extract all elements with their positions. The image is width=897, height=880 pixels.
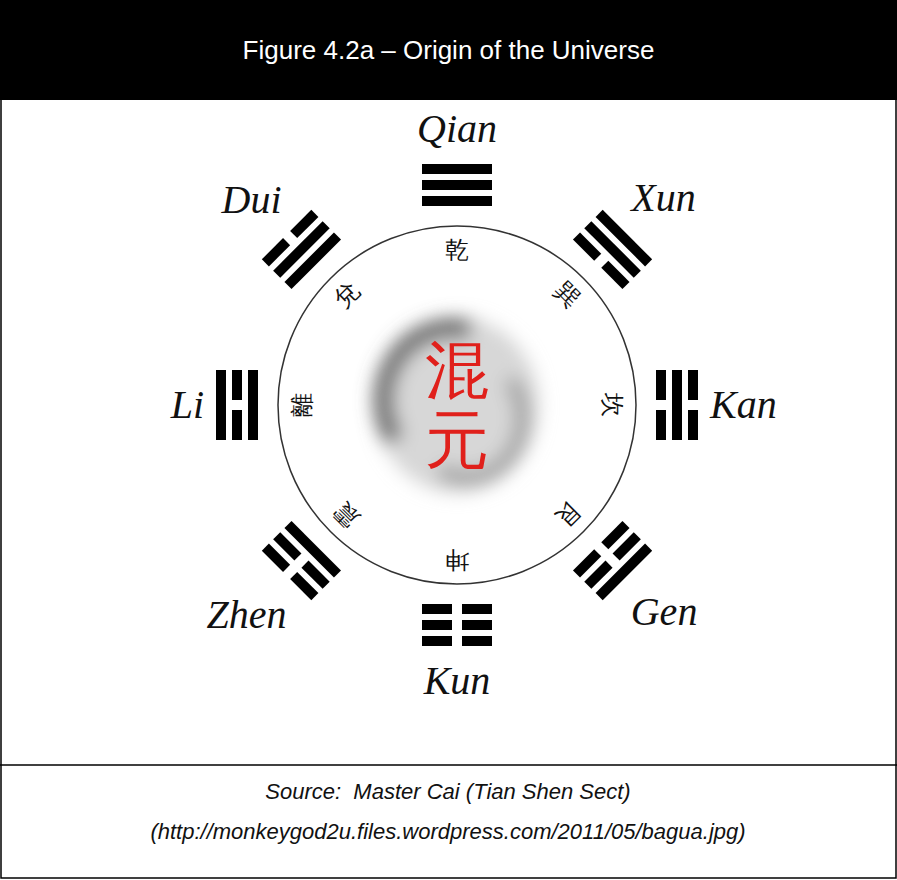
trigram-symbol <box>262 210 341 289</box>
figure-title: Figure 4.2a – Origin of the Universe <box>243 35 655 66</box>
yin-line <box>422 604 492 614</box>
yang-line <box>216 370 226 440</box>
caption-wrap: Source: Master Cai (Tian Shen Sect) (htt… <box>48 772 848 852</box>
yang-line <box>284 232 341 289</box>
trigram-character: 震 <box>329 496 366 533</box>
trigram-name: Kan <box>710 382 777 428</box>
trigram-symbol <box>422 604 492 646</box>
trigram-character: 巽 <box>548 277 585 314</box>
trigram-label-wrap: Zhen <box>207 592 287 638</box>
trigram-label-wrap: Gen <box>631 589 698 635</box>
caption-divider <box>0 764 897 766</box>
node-text-wrap: 離 <box>288 393 317 417</box>
yin-line <box>688 370 698 440</box>
trigram-name: Kun <box>424 658 491 704</box>
trigram-label-wrap: Kan <box>710 382 777 428</box>
source-caption: Source: Master Cai (Tian Shen Sect) (htt… <box>48 772 848 852</box>
trigram-label-wrap: Qian <box>417 106 497 152</box>
trigram-symbol <box>262 521 341 600</box>
node-text-wrap: 坎 <box>598 393 627 417</box>
trigram-character: 離 <box>288 393 317 417</box>
yang-line <box>248 370 258 440</box>
yang-line <box>284 521 341 578</box>
yin-line <box>656 370 666 440</box>
trigram-character: 乾 <box>445 236 469 265</box>
cosmos-circle: 乾巽坎艮坤 震 離 兌混元 <box>277 225 637 585</box>
trigram-name: Dui <box>222 177 282 223</box>
trigram-character: 坎 <box>598 393 627 417</box>
node-text-wrap: 坤 <box>445 546 469 575</box>
yang-line <box>672 370 682 440</box>
trigram-character: 坤 <box>445 546 469 575</box>
yang-line <box>422 180 492 190</box>
yin-line <box>573 521 630 578</box>
trigram-name: Qian <box>417 106 497 152</box>
node-text-wrap: 巽 <box>548 277 585 314</box>
trigram-name: Li <box>171 382 204 428</box>
node-text-wrap: 兌 <box>329 277 366 314</box>
yin-line <box>573 232 630 289</box>
node-text-wrap: 震 <box>329 496 366 533</box>
trigram-label-wrap: Li <box>171 382 204 428</box>
trigram-name: Gen <box>631 589 698 635</box>
swirl-glow <box>375 317 539 493</box>
node-text-wrap: 艮 <box>548 496 585 533</box>
yang-line <box>422 164 492 174</box>
trigram-character: 兌 <box>329 277 366 314</box>
node-text-wrap: 乾 <box>445 236 469 265</box>
yin-line <box>232 370 242 440</box>
trigram-symbol <box>422 164 492 206</box>
trigram-symbol <box>656 370 698 440</box>
trigram-label-wrap: Xun <box>631 175 695 221</box>
trigram-label-wrap: Dui <box>222 177 282 223</box>
center-name: 混元 <box>425 335 489 476</box>
node-text-wrap: 混元 <box>425 335 489 476</box>
yin-line <box>422 636 492 646</box>
chaos-swirl <box>375 317 539 493</box>
trigram-label-wrap: Kun <box>424 658 491 704</box>
trigram-symbol <box>216 370 258 440</box>
trigram-name: Zhen <box>207 592 287 638</box>
title-wrap: Figure 4.2a – Origin of the Universe <box>0 0 897 100</box>
header-bar <box>0 0 897 100</box>
circle-outline <box>278 226 636 584</box>
trigram-character: 艮 <box>548 496 585 533</box>
trigram-symbol <box>573 521 652 600</box>
trigram-symbol <box>573 210 652 289</box>
yang-line <box>422 196 492 206</box>
yin-line <box>422 620 492 630</box>
trigram-name: Xun <box>631 175 695 221</box>
